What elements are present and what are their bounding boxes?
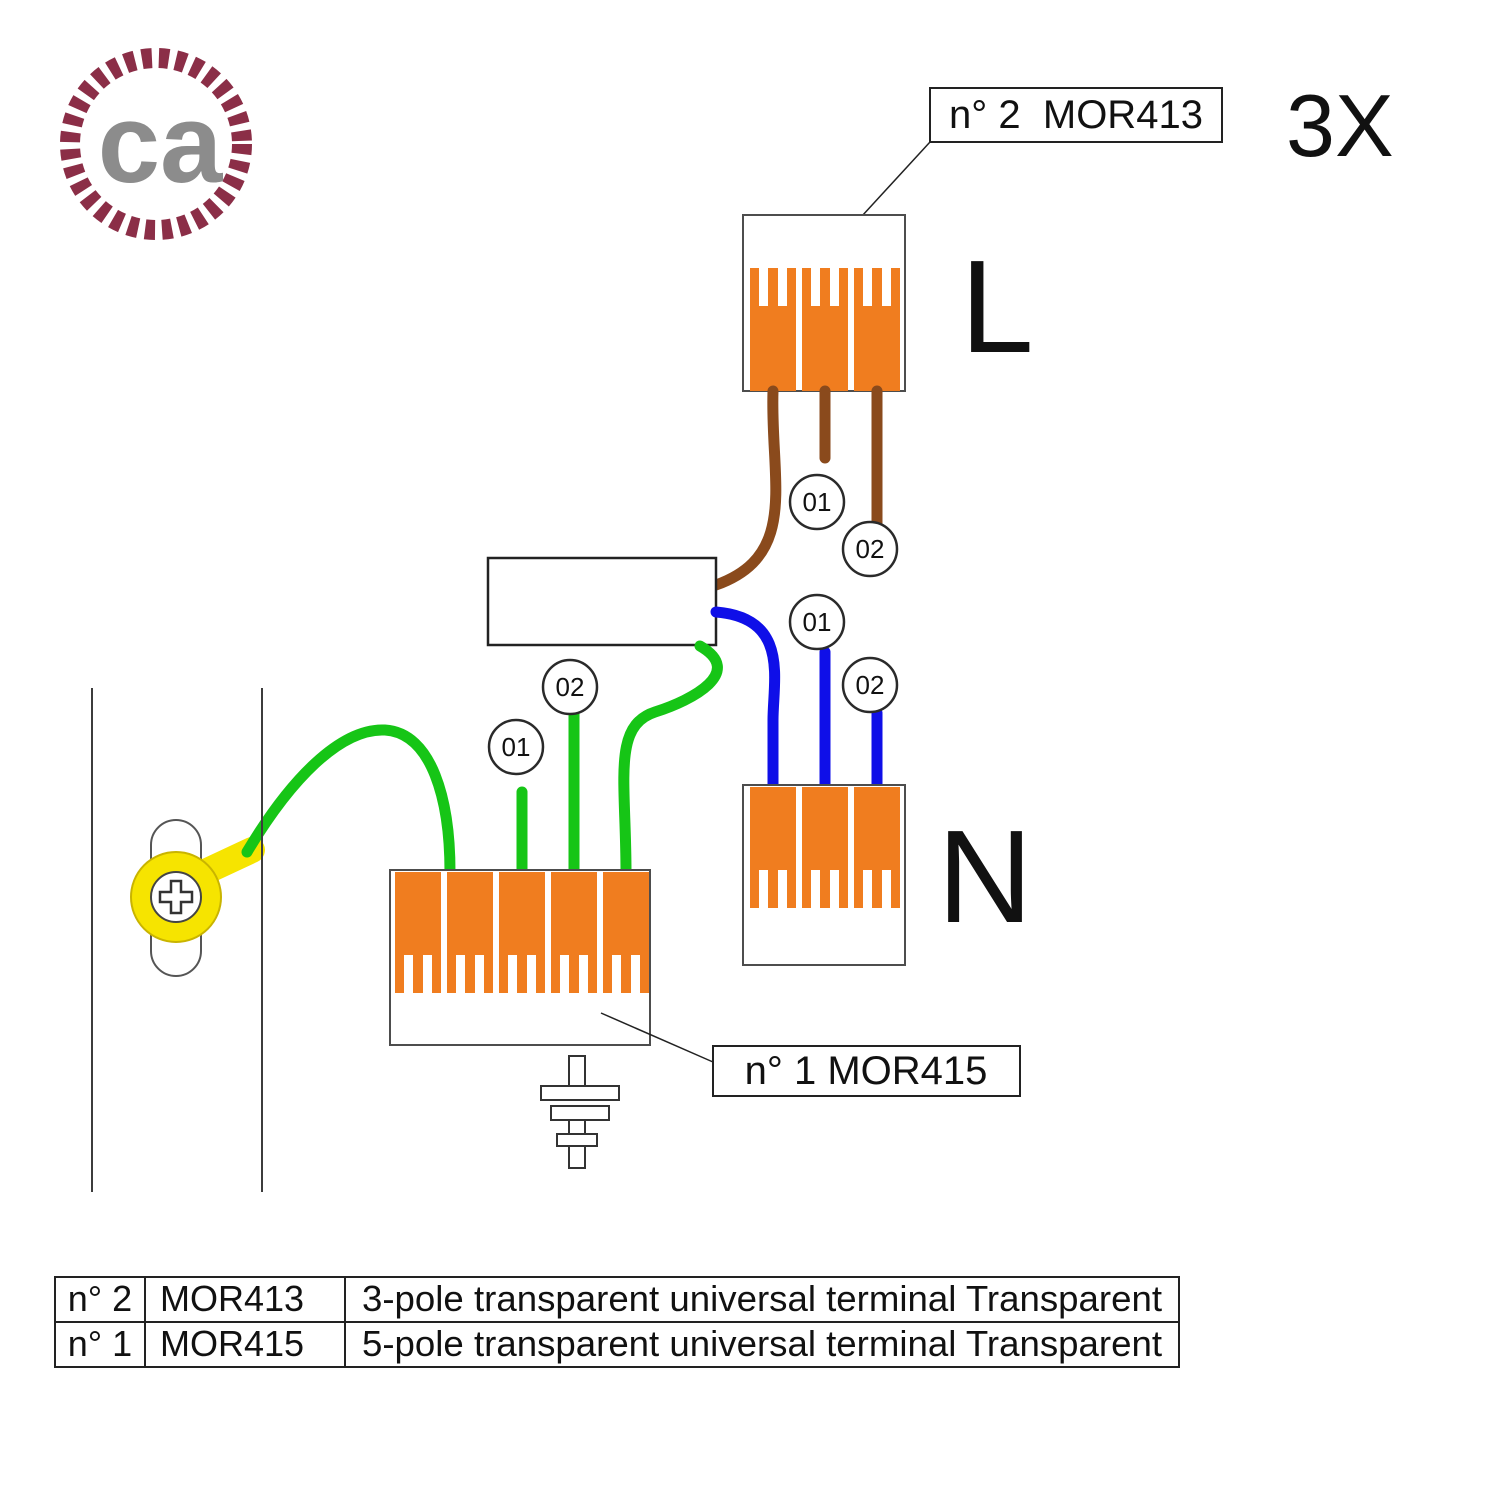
table-row: n° 2 MOR413 3-pole transparent universal… bbox=[68, 1278, 1162, 1319]
terminal-pole bbox=[551, 872, 597, 993]
callout-text: n° 1 MOR415 bbox=[745, 1049, 988, 1093]
cell-qty: n° 2 bbox=[68, 1278, 132, 1319]
earth-ring-lug bbox=[130, 819, 222, 977]
parts-table: n° 2 MOR413 3-pole transparent universal… bbox=[54, 1276, 1180, 1368]
terminal-pole bbox=[447, 872, 493, 993]
callout-text: n° 2 MOR413 bbox=[949, 93, 1203, 137]
brand-logo: ca bbox=[60, 48, 252, 240]
cell-code: MOR415 bbox=[160, 1323, 304, 1364]
multiplier-label: 3X bbox=[1286, 76, 1394, 175]
wire-tag-neutral-01: 01 bbox=[788, 593, 846, 651]
terminal-live-3pole bbox=[742, 214, 906, 392]
cell-code: MOR413 bbox=[160, 1278, 304, 1319]
earth-wire-lug bbox=[241, 724, 456, 878]
live-letter: L bbox=[960, 233, 1033, 380]
wire-tag-earth-01: 01 bbox=[487, 718, 545, 776]
cell-description: 3-pole transparent universal terminal Tr… bbox=[362, 1278, 1162, 1319]
terminal-pole bbox=[750, 787, 796, 908]
tag-label: 02 bbox=[856, 670, 885, 700]
terminal-pole bbox=[395, 872, 441, 993]
phillips-screw-icon bbox=[158, 879, 194, 915]
terminal-pole bbox=[499, 872, 545, 993]
earth-ground-symbol-icon bbox=[540, 1055, 620, 1169]
earth-wire-source bbox=[618, 640, 723, 878]
wire-tag-neutral-02: 02 bbox=[841, 656, 899, 714]
terminal-neutral-3pole bbox=[742, 784, 906, 966]
tag-label: 01 bbox=[803, 487, 832, 517]
callout-mor415: n° 1 MOR415 bbox=[600, 1012, 1021, 1097]
terminal-pole bbox=[802, 268, 848, 391]
terminal-pole bbox=[854, 268, 900, 391]
callout-mor413: n° 2 MOR413 bbox=[861, 87, 1223, 217]
wire-tag-live-01: 01 bbox=[788, 473, 846, 531]
callout-leader-line bbox=[861, 141, 931, 217]
junction-box bbox=[486, 556, 718, 647]
callout-leader-line bbox=[600, 1012, 714, 1063]
live-wire-source bbox=[710, 385, 782, 591]
terminal-earth-5pole bbox=[389, 869, 651, 1046]
terminal-pole bbox=[854, 787, 900, 908]
cell-qty: n° 1 bbox=[68, 1323, 132, 1364]
wire-tag-live-02: 02 bbox=[841, 520, 899, 578]
terminal-pole bbox=[802, 787, 848, 908]
terminal-pole bbox=[750, 268, 796, 391]
tag-label: 01 bbox=[502, 732, 531, 762]
cell-description: 5-pole transparent universal terminal Tr… bbox=[362, 1323, 1162, 1364]
neutral-letter: N bbox=[937, 803, 1032, 950]
wire-tag-earth-02: 02 bbox=[541, 658, 599, 716]
table-row: n° 1 MOR415 5-pole transparent universal… bbox=[68, 1323, 1162, 1364]
terminal-pole bbox=[603, 872, 649, 993]
logo-text: ca bbox=[98, 81, 223, 206]
callout-box bbox=[712, 1045, 1021, 1097]
tag-label: 02 bbox=[856, 534, 885, 564]
callout-box bbox=[929, 87, 1223, 143]
rope-ring-icon bbox=[60, 48, 252, 240]
tag-label: 02 bbox=[556, 672, 585, 702]
tag-label: 01 bbox=[803, 607, 832, 637]
neutral-wire-source bbox=[710, 606, 781, 792]
